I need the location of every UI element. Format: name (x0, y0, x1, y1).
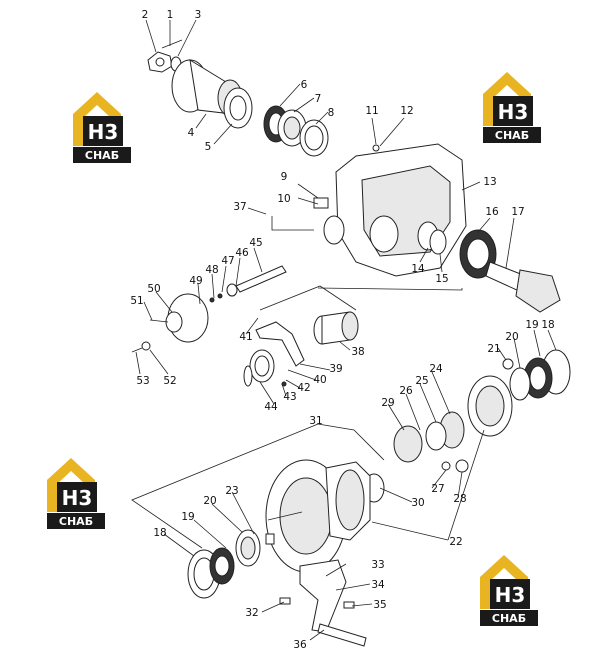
brand-logo: H3 СНАБ (483, 72, 541, 143)
callout-21: 21 (487, 343, 500, 355)
callout-7: 7 (315, 93, 322, 105)
logo-initials: H3 (495, 583, 526, 607)
callout-49: 49 (189, 275, 202, 287)
hub-22 (325, 461, 371, 541)
callout-50: 50 (147, 283, 160, 295)
logo-initials: H3 (88, 120, 119, 144)
callout-18: 18 (541, 319, 554, 331)
callout-15: 15 (435, 273, 448, 285)
washers-46-49 (209, 283, 238, 303)
callout-16: 16 (485, 206, 499, 218)
callout-33: 33 (371, 559, 384, 571)
callout-4: 4 (188, 127, 195, 139)
callout-30: 30 (411, 497, 424, 509)
callout-37: 37 (233, 201, 246, 213)
callout-17: 17 (511, 206, 524, 218)
shift-fork-39 (255, 321, 305, 367)
callout-9: 9 (281, 171, 288, 183)
carrier-housing (313, 143, 467, 277)
pinion-bearing-16 (459, 229, 497, 279)
sliding-clutch-38 (313, 311, 359, 345)
callout-19-left: 19 (181, 511, 194, 523)
shift-shaft-45 (235, 265, 287, 293)
callout-labels: 1 2 3 4 5 6 7 8 9 10 11 12 13 14 15 16 1… (130, 9, 554, 651)
cover-plate-50 (131, 293, 209, 353)
callout-40: 40 (313, 374, 326, 386)
callout-3: 3 (195, 9, 202, 21)
callout-39: 39 (329, 363, 342, 375)
callout-14: 14 (411, 263, 425, 275)
callout-51: 51 (130, 295, 143, 307)
callout-35: 35 (373, 599, 386, 611)
callout-23: 23 (225, 485, 238, 497)
callout-12: 12 (400, 105, 413, 117)
callout-5: 5 (205, 141, 212, 153)
logo-initials: H3 (498, 100, 529, 124)
bearing-6-7 (263, 105, 307, 147)
callout-32: 32 (245, 607, 258, 619)
logo-brand: СНАБ (59, 515, 93, 528)
callout-8: 8 (328, 107, 335, 119)
callout-22: 22 (449, 536, 462, 548)
drive-pinion-17 (485, 261, 561, 313)
rings-42-44 (243, 349, 287, 387)
callout-41: 41 (239, 331, 252, 343)
callout-6: 6 (301, 79, 308, 91)
seal-ring-5 (223, 87, 253, 129)
callout-38: 38 (351, 346, 364, 358)
side-gears-24-28 (393, 411, 469, 473)
callout-36: 36 (293, 639, 307, 651)
callout-42: 42 (297, 382, 310, 394)
callout-24: 24 (429, 363, 443, 375)
callout-19: 19 (525, 319, 538, 331)
callout-27: 27 (431, 483, 444, 495)
callout-45: 45 (249, 237, 262, 249)
nut-washer-group (147, 39, 183, 73)
callout-34: 34 (371, 579, 385, 591)
brand-logo: H3 СНАБ (480, 555, 538, 626)
brand-logo: H3 СНАБ (73, 92, 131, 163)
logo-brand: СНАБ (85, 149, 119, 162)
brake-disc-31 (265, 459, 347, 573)
logo-initials: H3 (62, 486, 93, 510)
callout-25: 25 (415, 375, 428, 387)
brand-logo: H3 СНАБ (47, 458, 105, 529)
bolt-23 (265, 511, 303, 545)
callout-44: 44 (264, 401, 278, 413)
callout-43: 43 (283, 391, 296, 403)
logo-brand: СНАБ (495, 129, 529, 142)
callout-29: 29 (381, 397, 394, 409)
callout-11: 11 (365, 105, 378, 117)
left-bearings-18-20 (187, 529, 261, 599)
callout-47: 47 (221, 255, 234, 267)
caliper-bracket-33 (279, 559, 367, 647)
callout-10: 10 (277, 193, 290, 205)
callout-2: 2 (142, 9, 149, 21)
callout-26: 26 (399, 385, 413, 397)
callout-53: 53 (136, 375, 149, 387)
callout-20: 20 (505, 331, 518, 343)
leader-lines (131, 19, 557, 641)
seal-14-15 (417, 221, 447, 255)
callout-31: 31 (309, 415, 322, 427)
diff-case-22 (467, 375, 513, 437)
cup-8 (299, 119, 329, 157)
callout-20-left: 20 (203, 495, 216, 507)
logo-brand: СНАБ (492, 612, 526, 625)
callout-48: 48 (205, 264, 218, 276)
callout-1: 1 (167, 9, 174, 21)
callout-28: 28 (453, 493, 466, 505)
diff-bearing-18-19 (502, 349, 571, 401)
callout-18-left: 18 (153, 527, 166, 539)
callout-52: 52 (163, 375, 176, 387)
callout-46: 46 (235, 247, 249, 259)
callout-13: 13 (483, 176, 496, 188)
